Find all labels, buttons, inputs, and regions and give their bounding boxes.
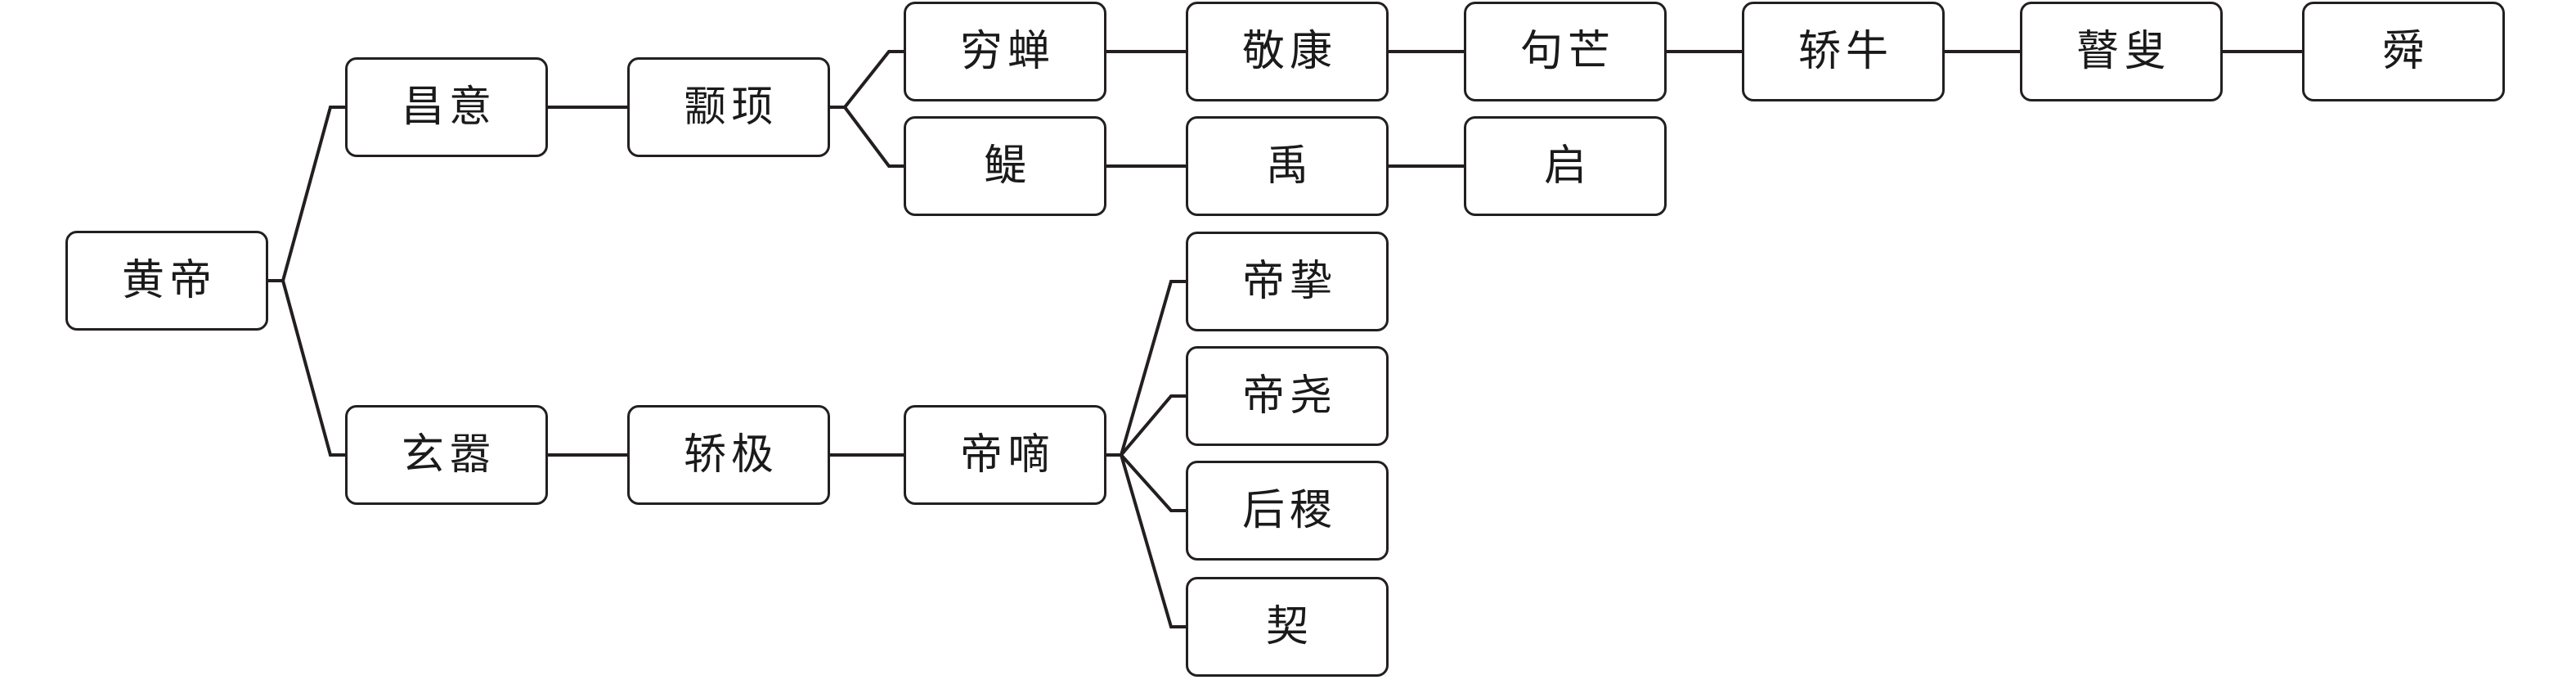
node-label: 后稷 bbox=[1241, 486, 1337, 535]
node-huangdi[interactable]: 黄帝 bbox=[65, 231, 268, 331]
edge-huangdi-to-xuanxiao bbox=[268, 279, 345, 457]
node-label: 黄帝 bbox=[121, 256, 217, 305]
node-label: 句芒 bbox=[1519, 27, 1615, 76]
node-dizhi[interactable]: 帝挚 bbox=[1186, 232, 1389, 331]
node-label: 舜 bbox=[2381, 27, 2430, 76]
node-label: 启 bbox=[1543, 142, 1591, 191]
node-label: 禹 bbox=[1265, 142, 1313, 191]
node-label: 瞽叟 bbox=[2076, 27, 2171, 76]
node-xuanxiao[interactable]: 玄嚣 bbox=[345, 405, 548, 505]
edge-diku-to-diyao bbox=[1106, 394, 1186, 457]
node-gun[interactable]: 鳀 bbox=[904, 116, 1106, 216]
node-label: 帝挚 bbox=[1241, 257, 1337, 306]
node-jingkang[interactable]: 敬康 bbox=[1186, 2, 1389, 101]
node-label: 鳀 bbox=[983, 142, 1031, 191]
node-xie[interactable]: 契 bbox=[1186, 577, 1389, 677]
node-shun[interactable]: 舜 bbox=[2302, 2, 2505, 101]
node-label: 玄嚣 bbox=[401, 430, 496, 480]
edge-zhuanxu-to-gun bbox=[830, 106, 904, 168]
node-label: 敬康 bbox=[1241, 27, 1337, 76]
node-yu[interactable]: 禹 bbox=[1186, 116, 1389, 216]
node-label: 穷蝉 bbox=[959, 27, 1055, 76]
node-label: 颥顼 bbox=[683, 83, 779, 132]
node-goumang[interactable]: 句芒 bbox=[1464, 2, 1667, 101]
node-diku[interactable]: 帝嘀 bbox=[904, 405, 1106, 505]
node-label: 轿牛 bbox=[1797, 27, 1893, 76]
edge-huangdi-to-changyi bbox=[268, 106, 345, 282]
node-houji[interactable]: 后稷 bbox=[1186, 461, 1389, 561]
node-zhuanxu[interactable]: 颥顼 bbox=[627, 57, 830, 157]
edge-diku-to-xie bbox=[1106, 453, 1186, 628]
node-label: 帝嘀 bbox=[959, 430, 1055, 480]
edge-diku-to-houji bbox=[1106, 453, 1186, 512]
edge-diku-to-dizhi bbox=[1106, 280, 1186, 457]
node-jiaoji[interactable]: 轿极 bbox=[627, 405, 830, 505]
node-jiaoniu[interactable]: 轿牛 bbox=[1742, 2, 1945, 101]
node-qiongchan[interactable]: 穷蝉 bbox=[904, 2, 1106, 101]
edge-zhuanxu-to-qiongchan bbox=[830, 50, 904, 109]
node-qi[interactable]: 启 bbox=[1464, 116, 1667, 216]
node-label: 昌意 bbox=[401, 83, 496, 132]
node-label: 轿极 bbox=[683, 430, 779, 480]
node-label: 契 bbox=[1265, 602, 1313, 651]
node-diyao[interactable]: 帝尧 bbox=[1186, 346, 1389, 446]
node-label: 帝尧 bbox=[1241, 372, 1337, 421]
node-gusou[interactable]: 瞽叟 bbox=[2020, 2, 2223, 101]
node-changyi[interactable]: 昌意 bbox=[345, 57, 548, 157]
